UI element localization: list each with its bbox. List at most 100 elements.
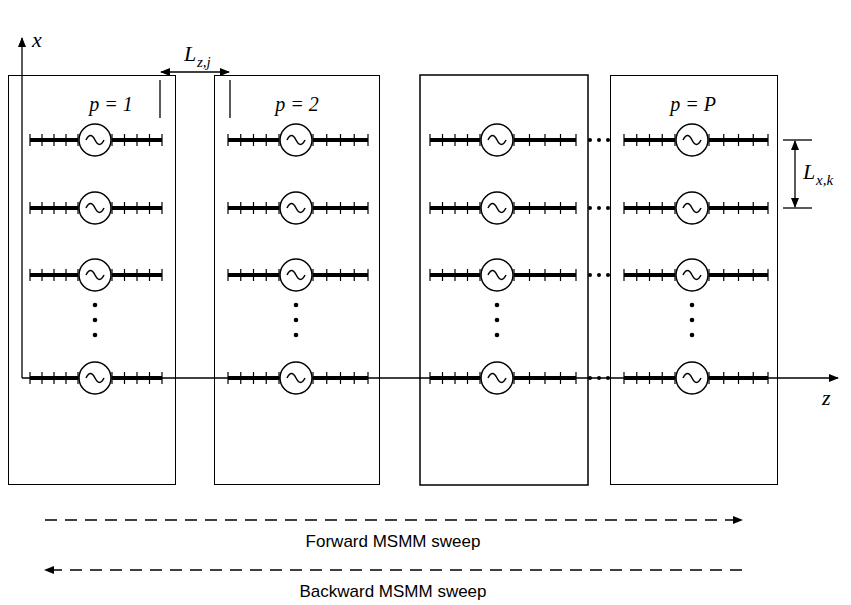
sine-symbol: [287, 204, 305, 213]
segment-tick: [266, 269, 267, 281]
segment-tick: [41, 372, 42, 384]
segment-tick: [767, 372, 768, 384]
sine-symbol: [86, 271, 104, 280]
dimension-label: x,k: [816, 172, 833, 189]
dimension-label: L: [803, 160, 815, 184]
ellipsis-dot: [93, 303, 98, 308]
axis-label: z: [822, 386, 831, 410]
ellipsis-dot: [294, 318, 299, 323]
segment-tick: [723, 134, 724, 146]
ellipsis-dot: [93, 318, 98, 323]
dimension-tick: [783, 139, 812, 140]
segment-tick: [767, 269, 768, 281]
segment-tick: [65, 202, 66, 214]
segment-tick: [429, 269, 430, 281]
segment-tick: [161, 372, 162, 384]
segment-tick: [240, 269, 241, 281]
segment-tick: [124, 202, 125, 214]
ellipsis-dot: [495, 303, 500, 308]
segment-tick: [53, 202, 54, 214]
segment-tick: [124, 269, 125, 281]
segment-tick: [124, 372, 125, 384]
axis-label: x: [32, 28, 42, 52]
segment-tick: [161, 134, 162, 146]
sine-symbol: [488, 374, 506, 383]
segment-tick: [662, 269, 663, 281]
region-box: p = 1: [8, 75, 176, 485]
segment-tick: [29, 202, 30, 214]
sine-symbol: [86, 136, 104, 145]
sine-symbol: [488, 271, 506, 280]
segment-tick: [136, 372, 137, 384]
segment-tick: [340, 134, 341, 146]
segment-tick: [636, 269, 637, 281]
segment-tick: [529, 134, 530, 146]
segment-tick: [442, 372, 443, 384]
segment-tick: [467, 372, 468, 384]
segment-tick: [623, 202, 624, 214]
segment-tick: [662, 202, 663, 214]
source-symbol: [79, 192, 111, 224]
sine-symbol: [287, 271, 305, 280]
source-symbol: [676, 124, 708, 156]
segment-tick: [136, 202, 137, 214]
segment-tick: [544, 134, 545, 146]
segment-tick: [124, 134, 125, 146]
dimension-label: L: [184, 42, 196, 66]
segment-tick: [544, 202, 545, 214]
dimension-tick: [159, 80, 160, 118]
segment-tick: [149, 202, 150, 214]
segment-tick: [442, 202, 443, 214]
segment-tick: [240, 372, 241, 384]
segment-tick: [367, 269, 368, 281]
segment-tick: [340, 372, 341, 384]
segment-tick: [454, 269, 455, 281]
segment-tick: [560, 202, 561, 214]
segment-tick: [738, 269, 739, 281]
segment-tick: [753, 269, 754, 281]
segment-tick: [41, 269, 42, 281]
ellipsis-dot: [588, 376, 592, 380]
segment-tick: [253, 134, 254, 146]
segment-tick: [136, 134, 137, 146]
segment-tick: [326, 202, 327, 214]
source-symbol: [676, 192, 708, 224]
segment-tick: [240, 134, 241, 146]
segment-tick: [53, 134, 54, 146]
segment-tick: [227, 202, 228, 214]
ellipsis-dot: [294, 333, 299, 338]
segment-tick: [340, 269, 341, 281]
segment-tick: [136, 269, 137, 281]
segment-tick: [266, 202, 267, 214]
segment-tick: [649, 269, 650, 281]
segment-tick: [53, 372, 54, 384]
segment-tick: [723, 202, 724, 214]
segment-tick: [723, 372, 724, 384]
ellipsis-dot: [597, 376, 601, 380]
ellipsis-dot: [588, 206, 592, 210]
region-box: [420, 75, 588, 485]
segment-tick: [623, 269, 624, 281]
segment-tick: [467, 202, 468, 214]
ellipsis-dot: [93, 333, 98, 338]
segment-tick: [649, 202, 650, 214]
region-box: p = P: [610, 75, 778, 485]
segment-tick: [367, 202, 368, 214]
ellipsis-dot: [597, 206, 601, 210]
segment-tick: [623, 134, 624, 146]
segment-tick: [649, 134, 650, 146]
sine-symbol: [287, 136, 305, 145]
segment-tick: [575, 202, 576, 214]
dimension-tick: [229, 80, 230, 118]
segment-tick: [575, 134, 576, 146]
segment-tick: [767, 202, 768, 214]
region-box: p = 2: [214, 75, 380, 485]
segment-tick: [65, 134, 66, 146]
segment-tick: [354, 372, 355, 384]
source-symbol: [79, 259, 111, 291]
source-symbol: [481, 259, 513, 291]
dimension-arrow: [161, 71, 229, 72]
dimension-arrow: [794, 141, 795, 207]
segment-tick: [529, 269, 530, 281]
